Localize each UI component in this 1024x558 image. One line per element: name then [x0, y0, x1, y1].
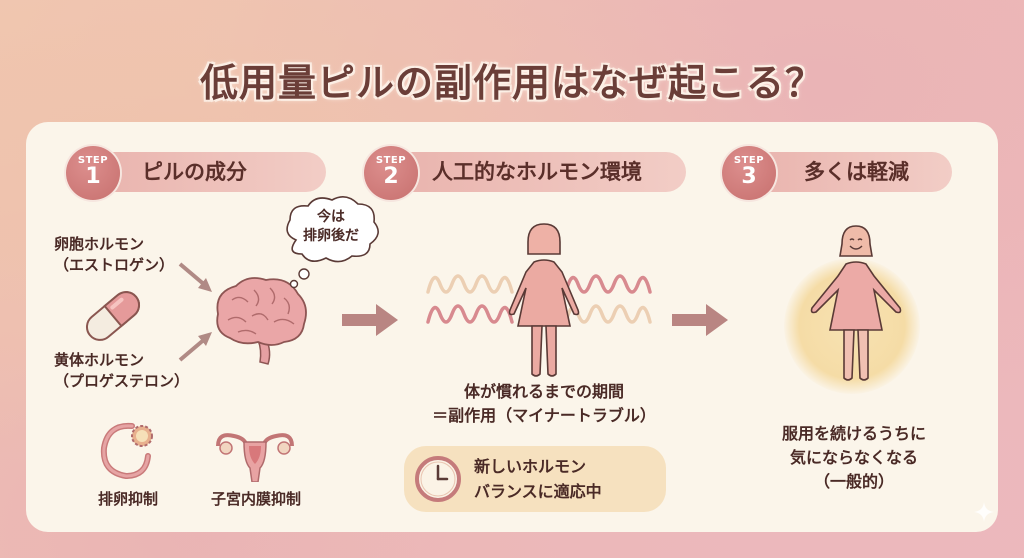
step-2-badge: STEP 2	[364, 146, 418, 200]
step-1-badge: STEP 1	[66, 146, 120, 200]
step-3-badge: STEP 3	[722, 146, 776, 200]
progesterone-label: 黄体ホルモン （プロゲステロン）	[54, 350, 189, 392]
step-3-caption: 服用を続けるうちに 気にならなくなる （一般的）	[744, 422, 964, 494]
thought-line-2: 排卵後だ	[303, 228, 359, 244]
caption-line-3: （一般的）	[813, 472, 894, 491]
step-1-heading: ピルの成分	[88, 152, 326, 192]
sparkle-icon	[974, 502, 994, 522]
step-badge-label: STEP	[375, 155, 407, 166]
step-heading-text: 多くは軽減	[804, 160, 909, 184]
adaptation-line-1: 新しいホルモン	[474, 457, 587, 476]
step-badge-label: STEP	[733, 155, 765, 166]
adaptation-box: 新しいホルモン バランスに適応中	[404, 446, 666, 512]
caption-line-2: ＝副作用（マイナートラブル）	[432, 406, 656, 425]
step-heading-text: ピルの成分	[142, 160, 247, 184]
step-2-caption: 体が慣れるまでの期間 ＝副作用（マイナートラブル）	[404, 380, 684, 428]
happy-woman-figure-icon	[810, 225, 902, 381]
caption-line-1: 服用を続けるうちに	[781, 424, 926, 443]
hormone-sub: （プロゲステロン）	[54, 372, 190, 390]
hormone-waves-icon	[426, 274, 652, 324]
pill-capsule-icon	[85, 291, 141, 341]
hormone-name: 黄体ホルモン	[54, 351, 145, 369]
caption-line-2: 気にならなくなる	[789, 448, 918, 467]
thought-bubble-icon	[286, 196, 379, 289]
step-2-heading: 人工的なホルモン環境	[386, 152, 686, 192]
step-number: 3	[741, 164, 757, 189]
adaptation-text: 新しいホルモン バランスに適応中	[474, 454, 602, 504]
clock-icon	[415, 456, 461, 502]
endometrium-suppression-label: 子宮内膜抑制	[210, 490, 301, 508]
adaptation-line-2: バランスに適応中	[474, 482, 602, 501]
step-3-heading: 多くは軽減	[744, 152, 952, 192]
step-heading-text: 人工的なホルモン環境	[432, 160, 642, 184]
arrow-right-icon	[342, 304, 398, 336]
content-card: STEP 1 ピルの成分 STEP 2 人工的なホルモン環境 STEP 3 多く…	[26, 122, 998, 532]
thought-bubble-text: 今は 排卵後だ	[288, 208, 374, 246]
step-badge-label: STEP	[77, 155, 109, 166]
hormone-sub: （エストロゲン）	[54, 256, 175, 274]
caption-line-1: 体が慣れるまでの期間	[463, 382, 624, 401]
arrow-progesterone-to-brain-icon	[178, 332, 212, 362]
hormone-name: 卵胞ホルモン	[54, 235, 145, 253]
ovary-icon	[100, 422, 153, 480]
arrow-estrogen-to-brain-icon	[178, 262, 212, 292]
thought-line-1: 今は	[317, 209, 345, 225]
uterus-icon	[216, 433, 294, 482]
step-number: 1	[85, 164, 101, 189]
page-title: 低用量ピルの副作用はなぜ起こる？	[199, 61, 824, 105]
estrogen-label: 卵胞ホルモン （エストロゲン）	[54, 234, 174, 276]
brain-icon	[216, 277, 307, 365]
arrow-right-icon	[672, 304, 728, 336]
woman-figure-icon	[508, 223, 580, 377]
step-number: 2	[383, 164, 399, 189]
ovulation-suppression-label: 排卵抑制	[97, 490, 158, 508]
